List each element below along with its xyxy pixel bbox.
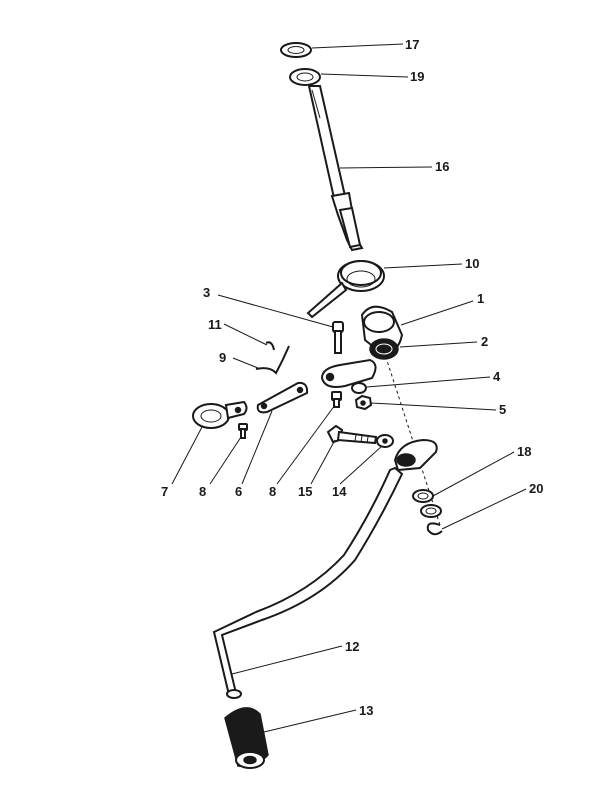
clip-9 [255,345,290,375]
leader-2 [399,341,478,348]
selector-housing-1 [360,305,404,360]
leader-14 [339,445,383,485]
callout-1: 1 [477,291,484,306]
washer-17 [280,42,312,58]
washer-4 [351,382,367,394]
callout-17: 17 [405,37,419,52]
callout-5: 5 [499,402,506,417]
callout-8-right: 8 [269,484,276,499]
leader-3 [217,294,334,328]
washer-14 [376,434,394,448]
leader-6 [241,410,273,485]
callout-11: 11 [208,317,222,332]
circlip-20 [426,522,443,536]
callout-12: 12 [345,639,359,654]
callout-19: 19 [410,69,424,84]
lever-12 [212,438,438,699]
callout-14: 14 [332,484,347,499]
leader-15 [310,439,336,485]
callout-4: 4 [493,369,501,384]
callout-2: 2 [481,334,488,349]
callout-10: 10 [465,256,479,271]
leader-12 [231,645,343,675]
callout-20: 20 [529,481,543,496]
callout-18: 18 [517,444,531,459]
leader-17 [311,43,404,49]
leader-4 [366,376,491,388]
callout-13: 13 [359,703,373,718]
leader-8b [276,404,336,485]
pin-11 [265,341,275,351]
foot-rubber-13 [224,707,269,769]
leader-13 [263,709,357,733]
leader-20 [441,488,527,530]
link-arm-6 [256,381,309,414]
leader-1 [400,300,474,326]
spring-10 [306,260,385,319]
callout-6: 6 [235,484,242,499]
clamp-7 [192,400,248,429]
callout-7: 7 [161,484,168,499]
nut-5 [354,394,373,411]
link-plate [320,358,377,388]
leader-9 [232,357,259,369]
bolt-3 [332,321,344,354]
callout-3: 3 [203,285,210,300]
bolt-8-left [238,423,248,439]
callout-16: 16 [435,159,449,174]
bolt-8-right [331,391,342,408]
washer-19 [289,68,321,86]
leader-19 [320,73,409,78]
callout-8-left: 8 [199,484,206,499]
callout-9: 9 [219,350,226,365]
leader-7 [171,426,203,485]
leader-10 [383,263,463,269]
leader-18 [432,451,515,497]
leader-11 [223,323,268,346]
leader-5 [370,402,497,411]
callout-15: 15 [298,484,312,499]
leader-8a [209,436,242,485]
leader-16 [339,166,433,169]
bolt-15 [326,424,378,445]
shaft-16 [307,85,364,252]
